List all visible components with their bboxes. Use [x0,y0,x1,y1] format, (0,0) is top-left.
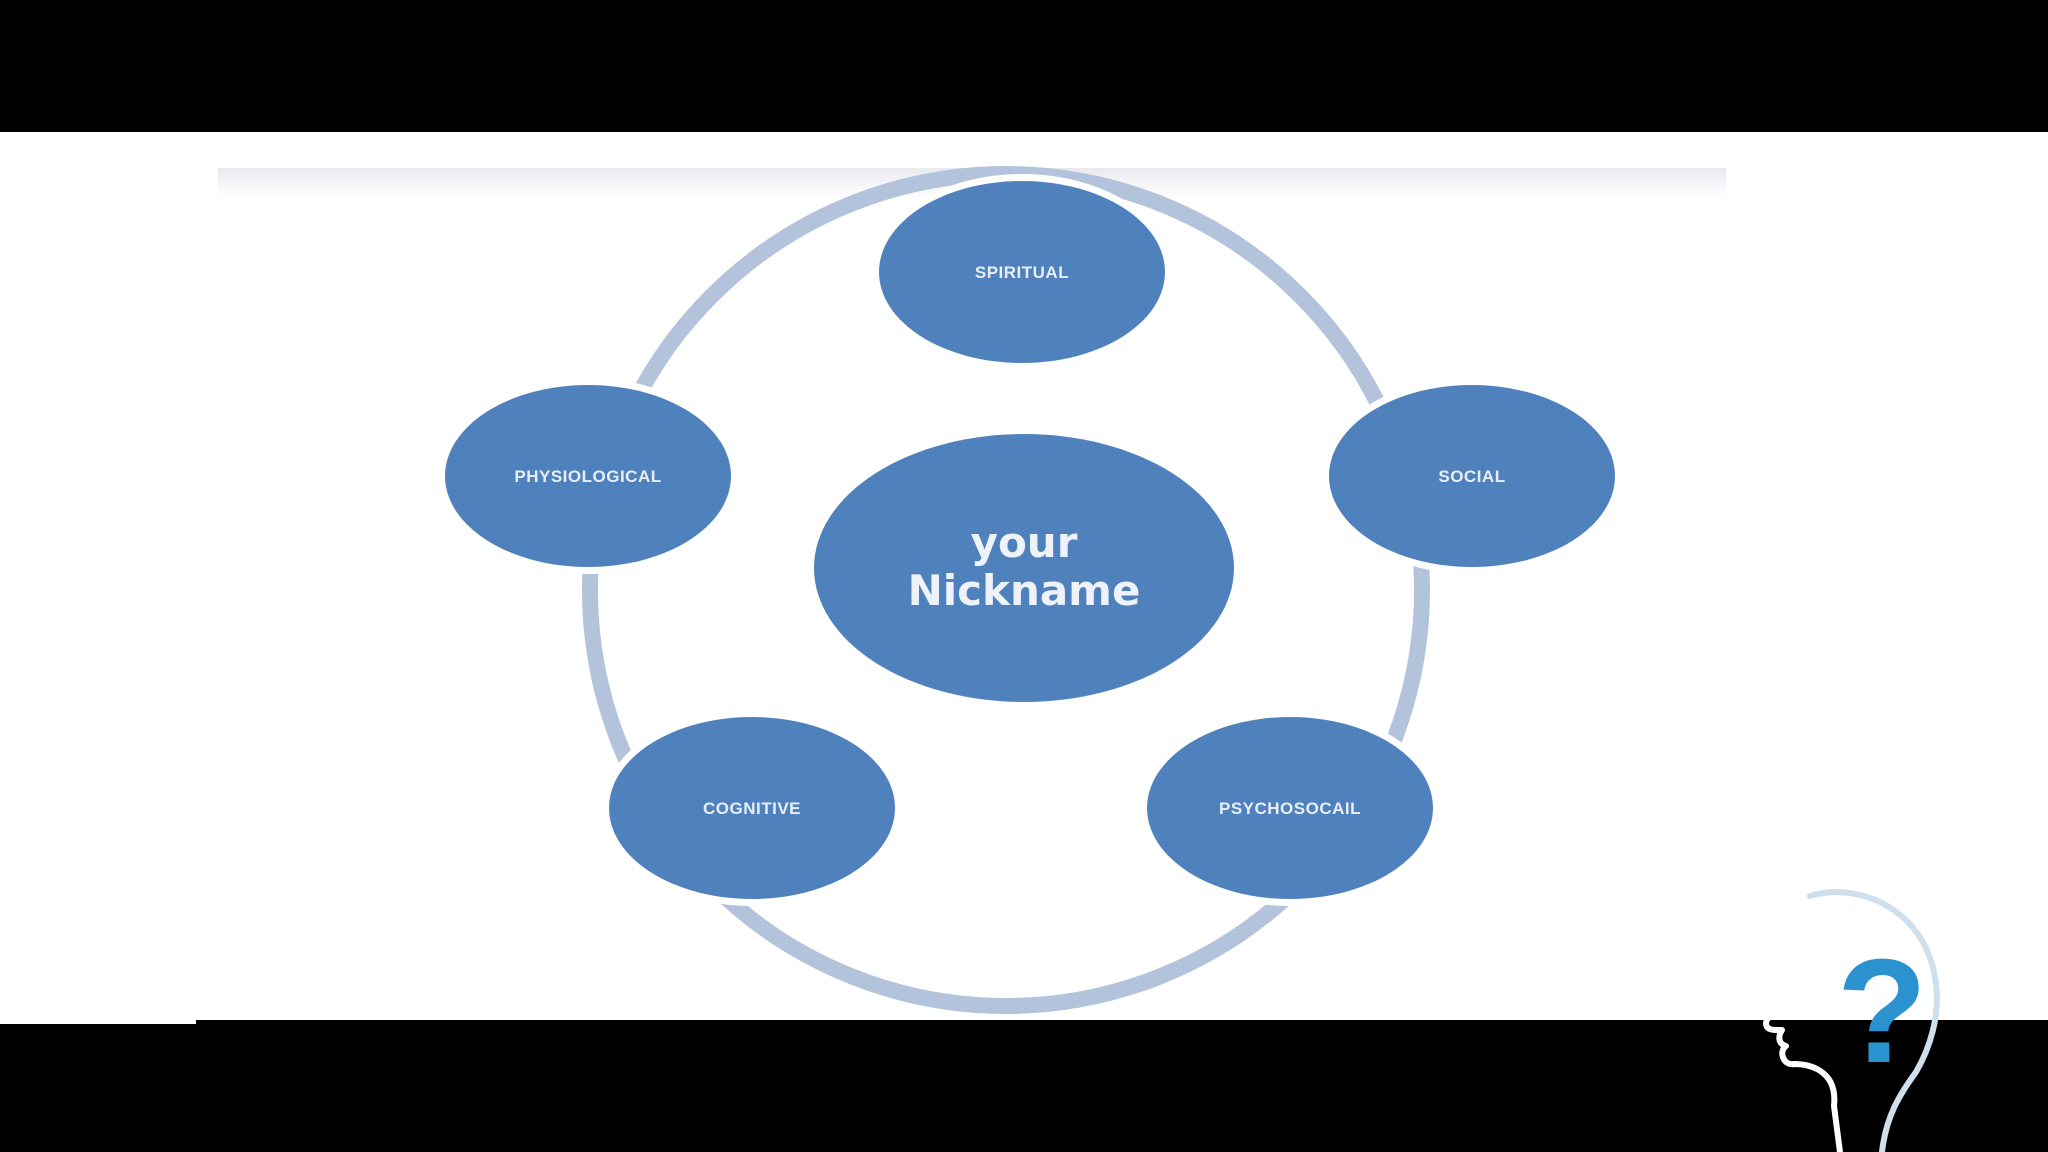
face-profile-icon [1763,995,1843,1152]
center-node: your Nickname [806,426,1242,710]
center-label-line2: Nickname [908,566,1141,615]
node-psychosocial: PSYCHOSOCAIL [1140,710,1440,906]
node-social: SOCIAL [1322,378,1622,574]
help-head-logo: ? [1763,888,1940,1152]
node-physiological: PHYSIOLOGICAL [438,378,738,574]
node-psychosocial-label: PSYCHOSOCAIL [1219,799,1361,818]
center-label-line1: your [971,518,1078,567]
node-physiological-label: PHYSIOLOGICAL [514,467,661,486]
node-spiritual: SPIRITUAL [872,174,1172,370]
slide-edge-strip [0,1020,196,1024]
node-spiritual-label: SPIRITUAL [975,263,1069,282]
question-mark-icon: ? [1837,929,1927,1094]
node-social-label: SOCIAL [1438,467,1505,486]
connecting-ring [582,166,1430,1014]
node-cognitive: COGNITIVE [602,710,902,906]
head-outline-icon [1807,888,1940,1152]
node-cognitive-label: COGNITIVE [703,799,801,818]
